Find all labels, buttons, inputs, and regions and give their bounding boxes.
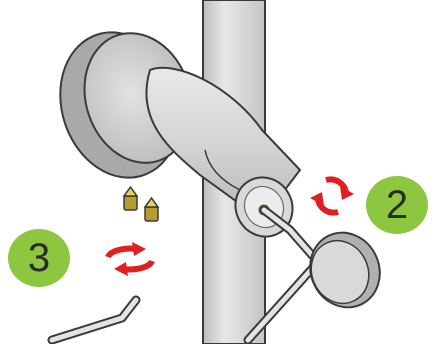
cover-cap-icon bbox=[309, 231, 381, 309]
rotate-arrows-icon-step-2 bbox=[310, 176, 354, 216]
set-screw-icon bbox=[122, 185, 160, 222]
set-screw-lower bbox=[143, 196, 160, 222]
step-3-number: 3 bbox=[27, 235, 51, 280]
set-screw-upper bbox=[122, 185, 139, 211]
step-2-number: 2 bbox=[385, 182, 409, 227]
rotate-arrows-icon-step-3 bbox=[105, 242, 155, 276]
allen-key-icon bbox=[47, 295, 141, 344]
allen-key-inserted bbox=[243, 205, 323, 344]
step-3-badge: 3 bbox=[8, 229, 70, 287]
step-2-badge: 2 bbox=[366, 176, 428, 234]
